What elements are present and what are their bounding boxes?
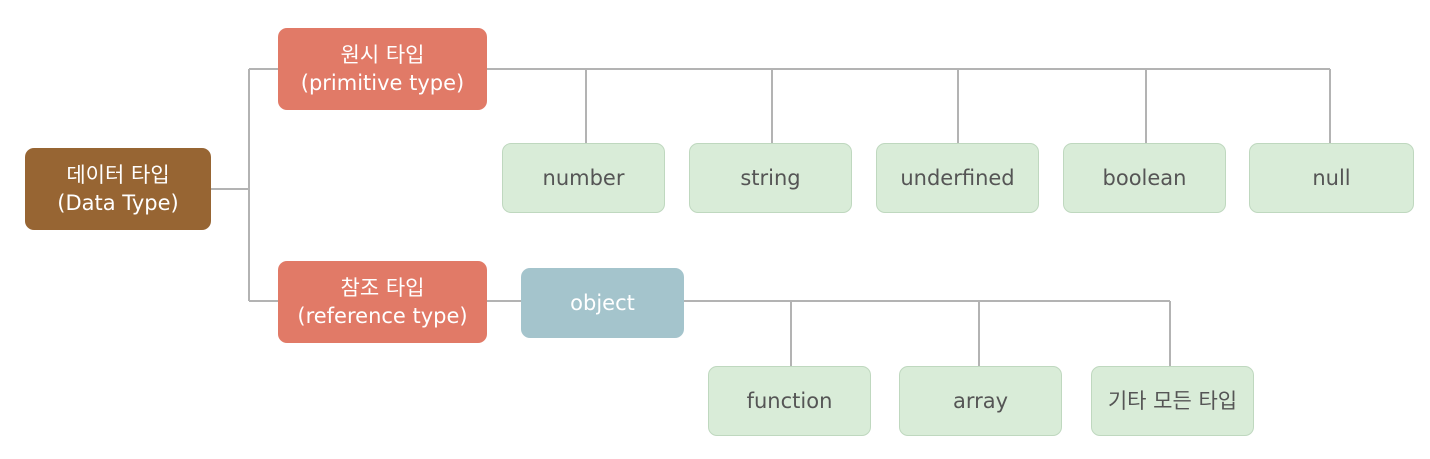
leaf-label: 기타 모든 타입: [1107, 388, 1238, 413]
primitive-label-english: (primitive type): [300, 71, 465, 95]
leaf-node-null: null: [1249, 143, 1414, 213]
root-node-label-english: (Data Type): [57, 191, 179, 215]
leaf-label: number: [542, 165, 625, 190]
leaf-label: function: [746, 388, 833, 413]
object-label: object: [570, 290, 635, 315]
object-node: object: [521, 268, 684, 338]
leaf-label: string: [740, 165, 801, 190]
root-node-data-type: 데이터 타입 (Data Type): [25, 148, 211, 230]
reference-label-korean: 참조 타입: [340, 275, 425, 300]
leaf-label: array: [952, 388, 1009, 413]
leaf-node-boolean: boolean: [1063, 143, 1226, 213]
leaf-node-string: string: [689, 143, 852, 213]
category-node-primitive: 원시 타입 (primitive type): [278, 28, 487, 110]
leaf-node-other-types: 기타 모든 타입: [1091, 366, 1254, 436]
leaf-node-number: number: [502, 143, 665, 213]
leaf-node-function: function: [708, 366, 871, 436]
leaf-label: null: [1312, 165, 1351, 190]
leaf-node-array: array: [899, 366, 1062, 436]
root-node-label-korean: 데이터 타입: [66, 162, 170, 187]
primitive-label-korean: 원시 타입: [340, 42, 425, 67]
leaf-label: boolean: [1102, 165, 1187, 190]
leaf-node-underfined: underfined: [876, 143, 1039, 213]
reference-label-english: (reference type): [297, 304, 468, 328]
category-node-reference: 참조 타입 (reference type): [278, 261, 487, 343]
leaf-label: underfined: [900, 165, 1015, 190]
